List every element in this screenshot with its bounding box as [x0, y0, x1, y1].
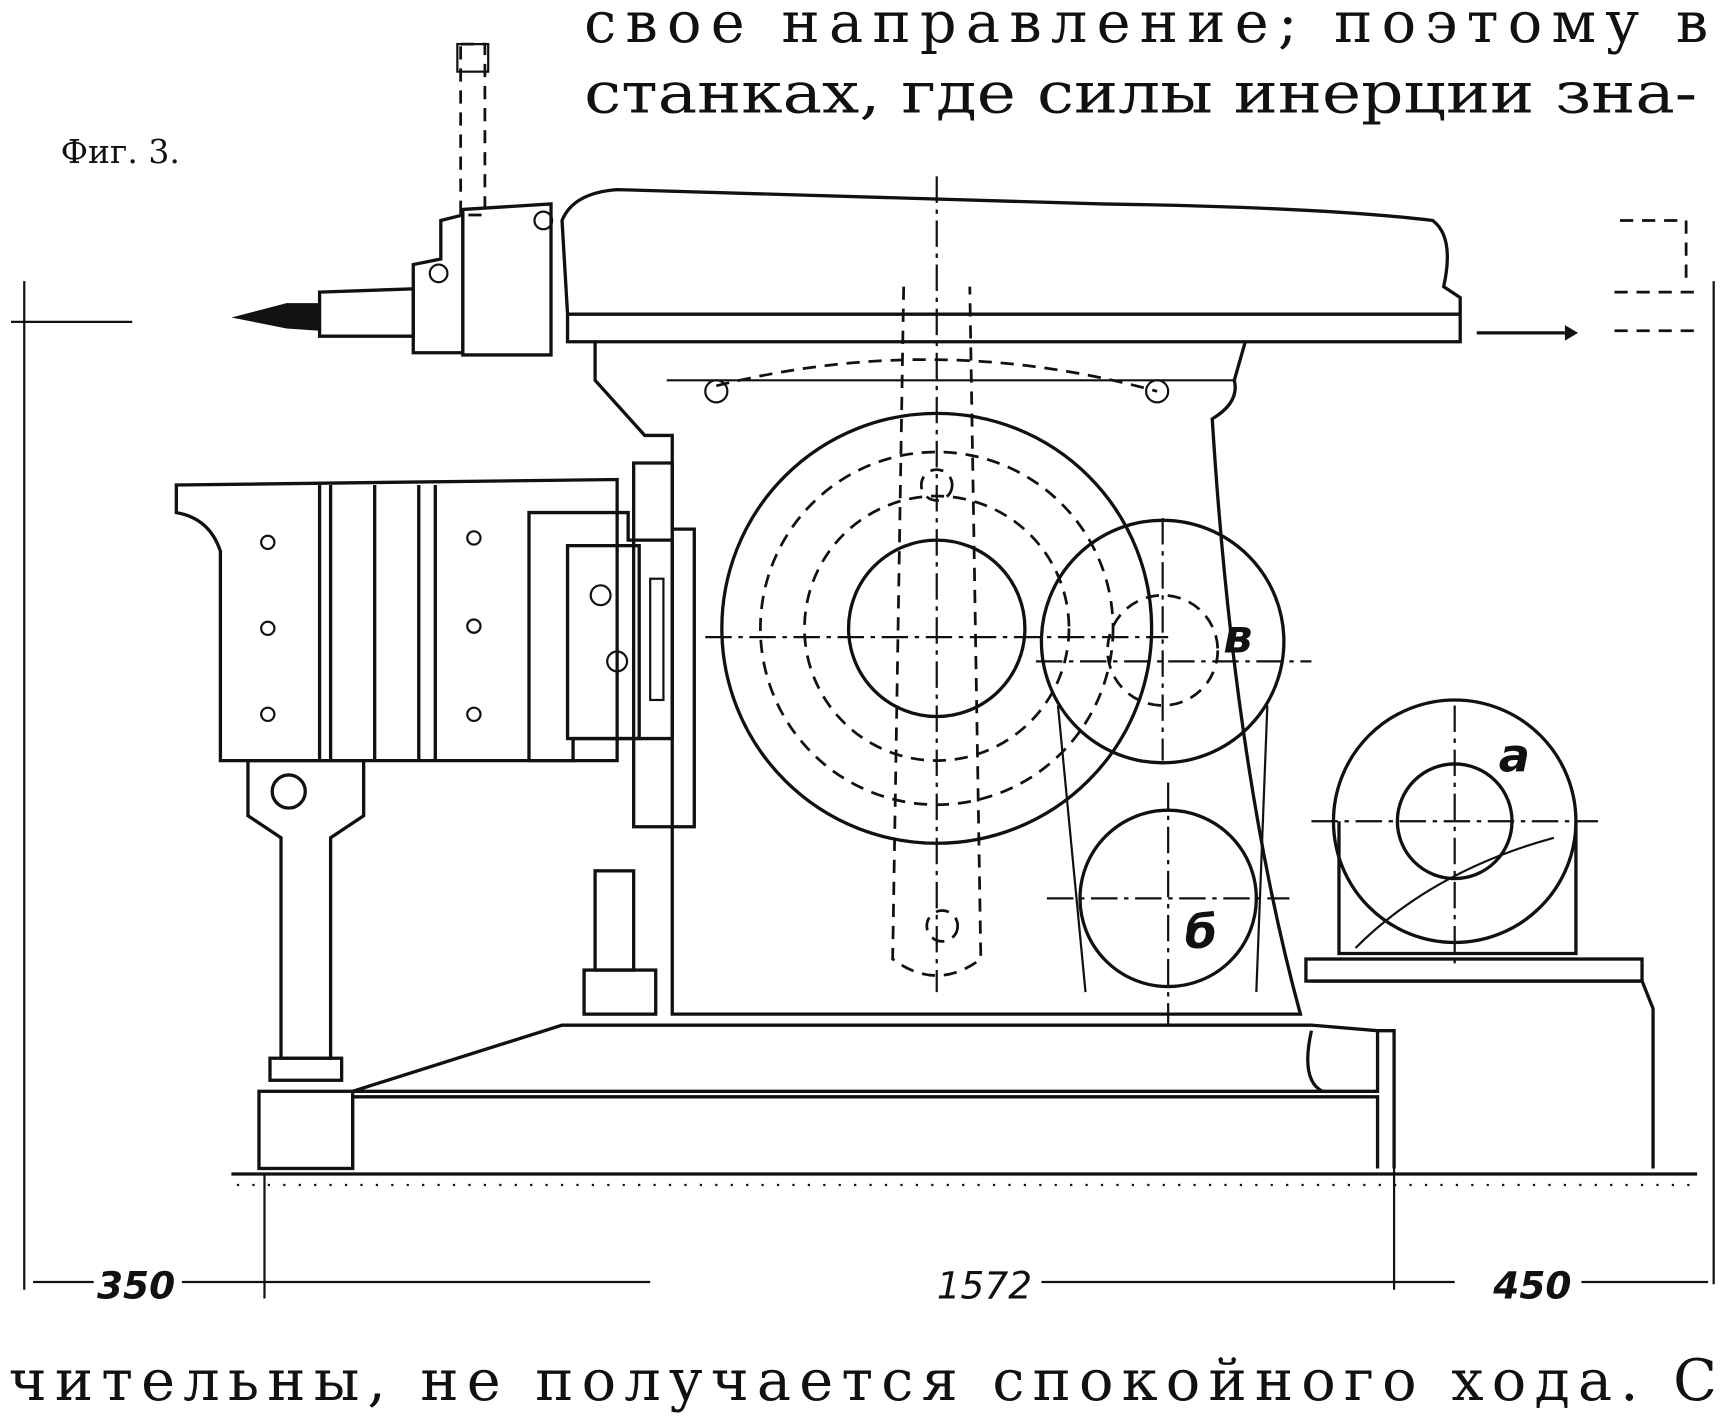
gear-label-b: б — [1185, 905, 1217, 959]
body-text-line-1: свое направление; поэтому в — [584, 0, 1708, 56]
body-text-line-2: станках, где силы инерции зна- — [584, 59, 1697, 126]
body-text-line-3: чительны, не получается спокойного хода.… — [9, 1347, 1717, 1414]
dimension-middle: 1572 — [937, 1264, 1032, 1308]
gear-label-v: в — [1223, 610, 1252, 664]
dimension-left: 350 — [97, 1264, 175, 1308]
shaping-machine-drawing — [11, 42, 1715, 1299]
dimension-right: 450 — [1492, 1264, 1571, 1308]
figure-caption: Фиг. 3. — [61, 132, 180, 171]
motor-label-a: а — [1499, 729, 1530, 783]
